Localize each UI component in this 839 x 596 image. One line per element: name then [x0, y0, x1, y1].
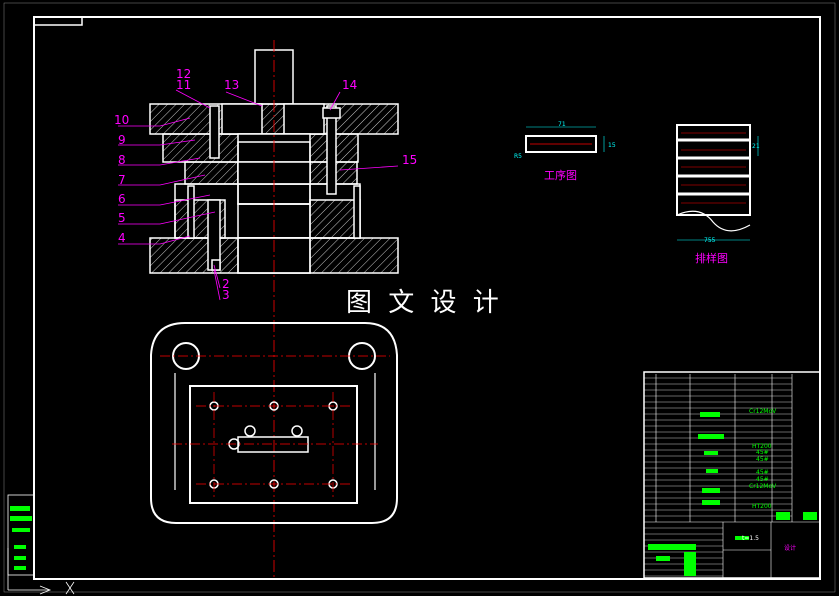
bom-rows: [644, 377, 792, 577]
bom-material-1: Cr12MoV: [749, 408, 777, 415]
plan-centerlines: [160, 355, 390, 498]
callout-13: 13: [224, 78, 239, 92]
callout-7: 7: [118, 173, 126, 187]
callout-15: 15: [402, 153, 417, 167]
strip-layout-view: 755 21 排样图: [676, 124, 760, 265]
bom-material-2: HT200: [752, 443, 772, 450]
bom-material-8: HT200: [752, 503, 772, 510]
callout-12: 12: [176, 67, 191, 81]
callout-3: 3: [222, 288, 230, 302]
callout-10: 10: [114, 113, 129, 127]
bom-material-4: 45#: [756, 456, 769, 463]
callout-5: 5: [118, 211, 126, 225]
watermark-text: 图 文 设 计: [346, 288, 503, 318]
callout-labels: 12 11 13 14 10 9 8 7 15 6 5 4 2 3: [114, 67, 417, 302]
title-block-school: 设计: [784, 544, 796, 552]
callout-14: 14: [342, 78, 357, 92]
strip-dim-right: 21: [752, 143, 760, 150]
process-view-label: 工序图: [544, 168, 577, 182]
callout-9: 9: [118, 133, 126, 147]
callout-2: 2: [222, 277, 230, 291]
ucs-axis-icon: [7, 548, 75, 595]
bom-material-5: 45#: [756, 469, 769, 476]
bom-material-3: 45#: [756, 449, 769, 456]
strip-layout-label: 排样图: [695, 251, 728, 265]
callout-11: 11: [176, 78, 191, 92]
drawing-frame: [3, 2, 836, 593]
callout-8: 8: [118, 153, 126, 167]
revision-block: [7, 494, 35, 576]
callout-4: 4: [118, 231, 126, 245]
process-dim-side: 15: [608, 142, 616, 149]
process-dim-top: 71: [558, 121, 566, 128]
callout-leaders: [118, 89, 399, 301]
process-view: 71 15 R5 工序图: [514, 121, 616, 182]
process-dim-left: R5: [514, 153, 522, 160]
strip-dim-bottom: 755: [704, 237, 716, 244]
bom-material-7: Cr12MoV: [749, 483, 777, 490]
title-block-scale: t=1.5: [742, 535, 759, 542]
bom-material-6: 45#: [756, 476, 769, 483]
callout-6: 6: [118, 192, 126, 206]
bom-table: Cr12MoV HT200 45# 45# 45# 45# Cr12MoV HT…: [643, 371, 821, 579]
